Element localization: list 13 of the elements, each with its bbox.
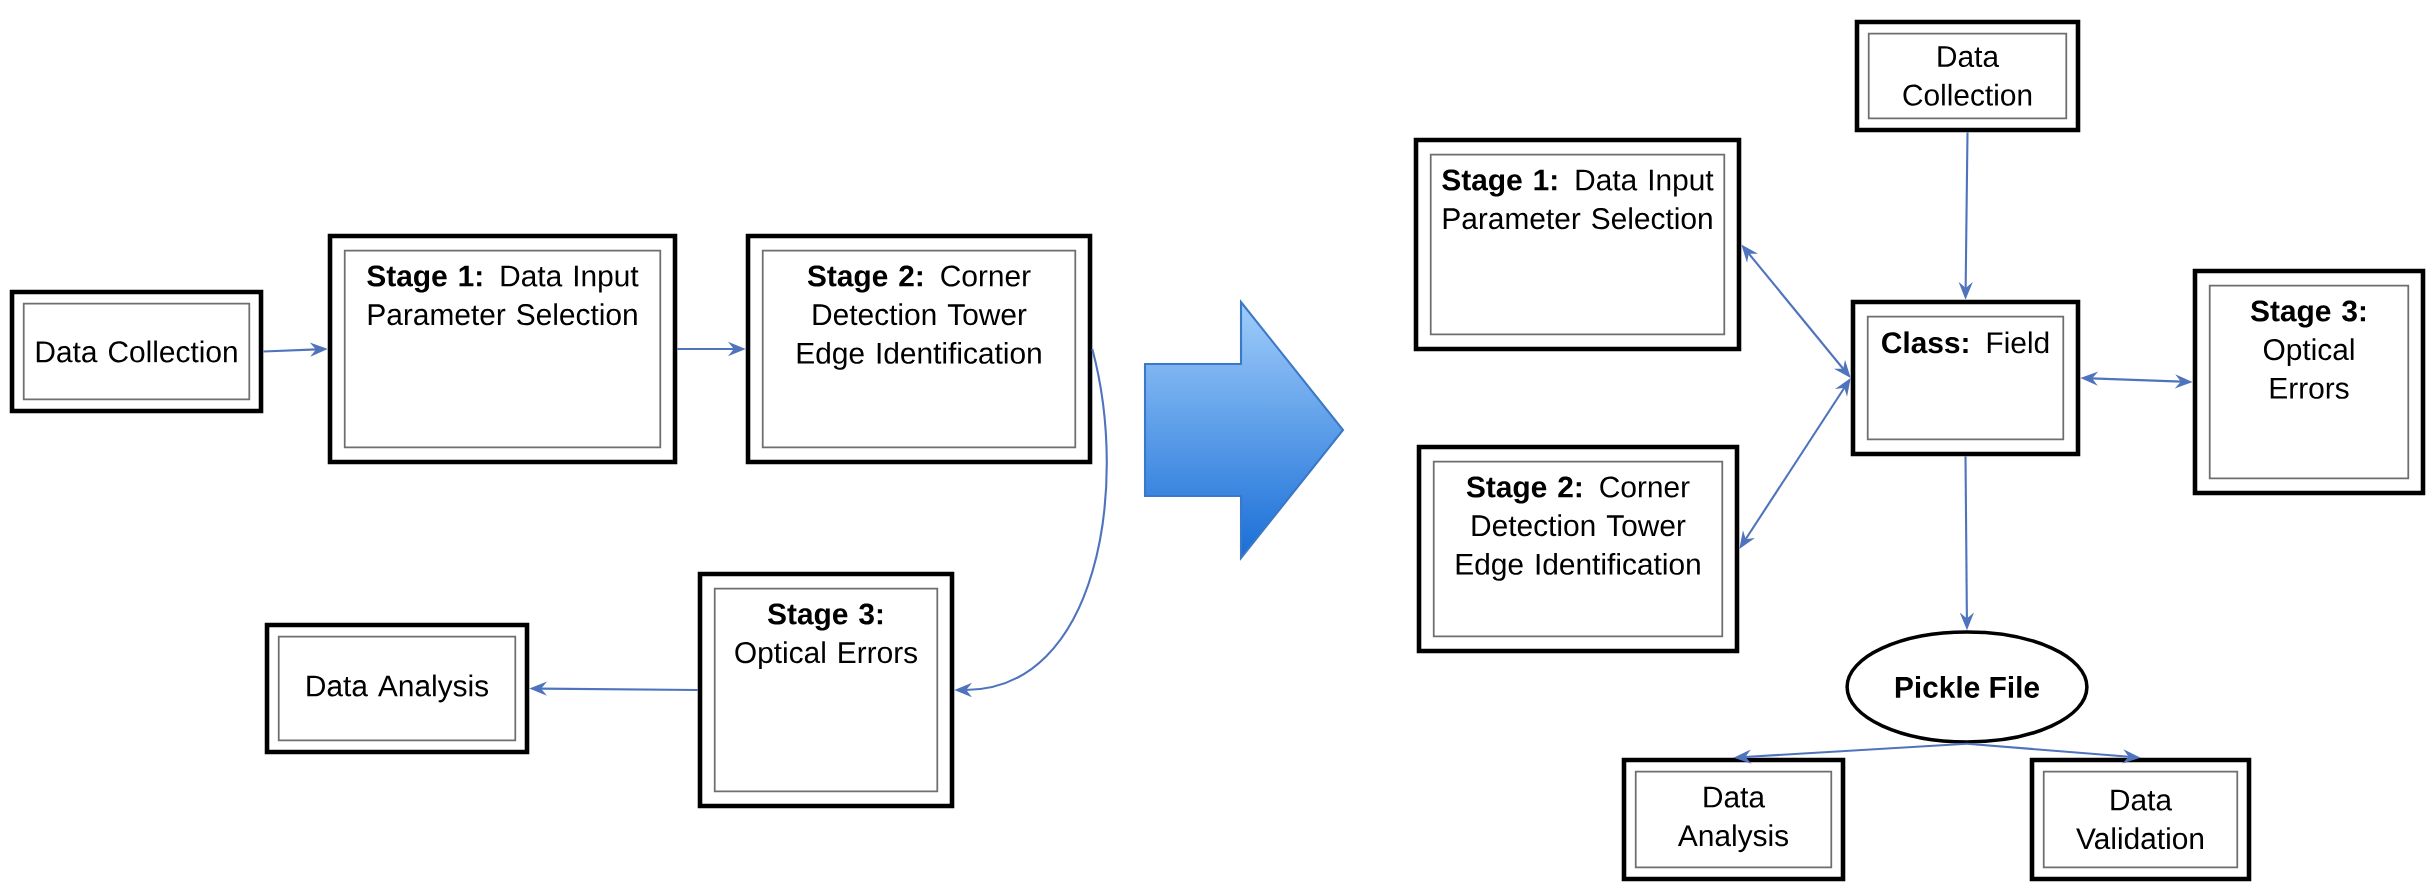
- process-box: Data Validation: [2029, 757, 2252, 882]
- process-box: Data Analysis: [1621, 757, 1846, 882]
- process-box: Data Analysis: [264, 622, 530, 755]
- process-box: Stage 3: Optical Errors: [2192, 268, 2426, 496]
- process-box: Data Collection: [9, 289, 264, 414]
- process-box: Stage 2: Corner Detection Tower Edge Identification: [745, 233, 1093, 465]
- process-box: Class: Field: [1850, 299, 2081, 457]
- process-box: Stage 1: Data Input Parameter Selection: [1413, 137, 1742, 352]
- ellipse-node: Pickle File: [1845, 630, 2089, 744]
- process-box: Stage 2: Corner Detection Tower Edge Identification: [1416, 444, 1740, 654]
- process-box: Stage 3: Optical Errors: [697, 571, 955, 809]
- process-box: Data Collection: [1854, 19, 2081, 133]
- process-box: Stage 1: Data Input Parameter Selection: [327, 233, 678, 465]
